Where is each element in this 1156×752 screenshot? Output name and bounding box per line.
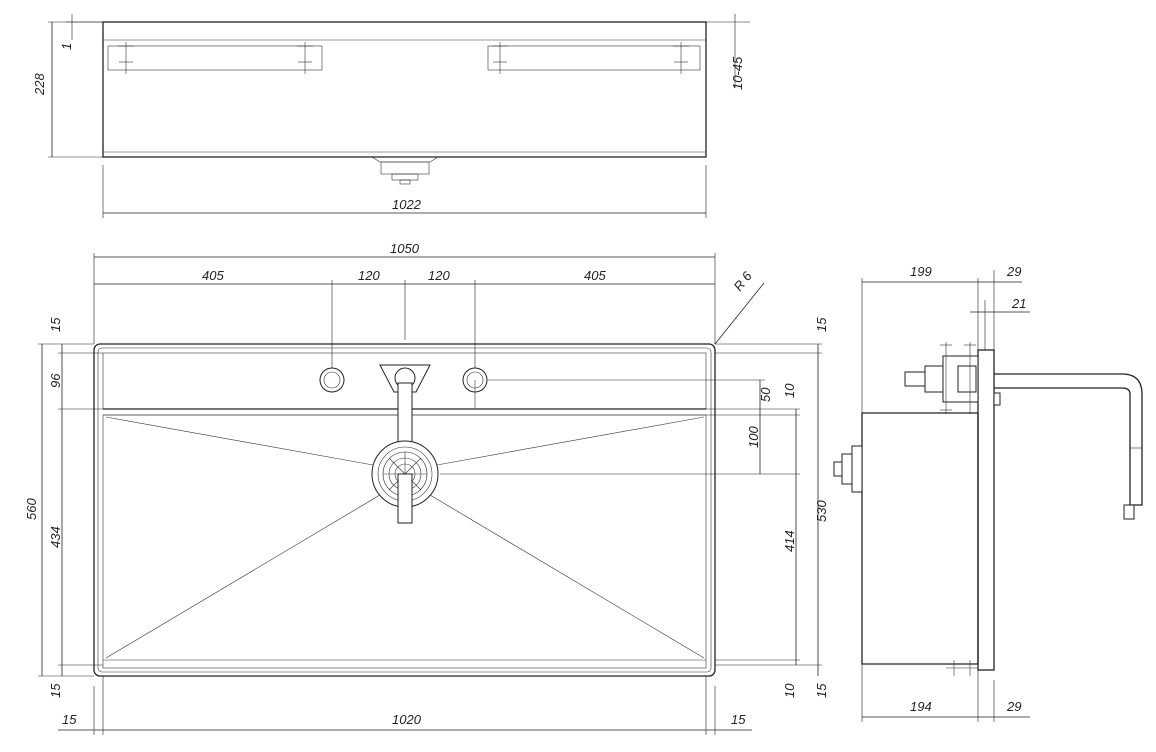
- dim-left-405: 405: [202, 268, 224, 283]
- dim-side-29-top: 29: [1006, 264, 1021, 279]
- dim-thickness-1: 1: [59, 43, 74, 50]
- tap-hole-left: [319, 367, 345, 393]
- side-wall-plate: [977, 349, 995, 671]
- dim-bottom-15-right: 15: [731, 712, 746, 727]
- dim-width-1022: 1022: [392, 197, 422, 212]
- dim-left-120: 120: [358, 268, 380, 283]
- clamp-rail-right: [487, 45, 701, 71]
- side-sink-body: [861, 412, 979, 665]
- bowl-slope-lines: [105, 416, 705, 659]
- dim-side-199: 199: [910, 264, 932, 279]
- dim-top-rim-15-right: 15: [814, 317, 829, 332]
- clamp-rail-left: [107, 45, 323, 71]
- dim-10-bottom: 10: [782, 683, 797, 698]
- dim-10-top: 10: [782, 383, 797, 398]
- dim-overall-560: 560: [24, 498, 39, 520]
- front-view: 228 1 10-45 1022: [32, 14, 750, 218]
- dim-right-120: 120: [428, 268, 450, 283]
- dim-height-228: 228: [32, 73, 47, 96]
- front-view-body: [102, 21, 707, 158]
- dim-radius-r6: R 6: [731, 268, 756, 294]
- dim-deck-96: 96: [48, 373, 63, 388]
- side-drain: [833, 445, 863, 493]
- dim-bottom-15-left: 15: [62, 712, 77, 727]
- front-drain: [370, 156, 440, 185]
- dim-bottom-1020: 1020: [392, 712, 422, 727]
- dim-overall-1050: 1050: [390, 241, 420, 256]
- dim-bowl-434: 434: [48, 526, 63, 548]
- sink-outer-rim: [93, 343, 716, 677]
- side-view: 199 29 21 194 29: [833, 264, 1143, 722]
- dim-side-21: 21: [1011, 296, 1026, 311]
- dim-side-194: 194: [910, 699, 932, 714]
- dim-50: 50: [758, 387, 773, 402]
- dim-inner-530: 530: [814, 500, 829, 522]
- dim-rail-10-45: 10-45: [730, 56, 745, 90]
- drain-strainer: [371, 440, 439, 524]
- side-spout: [994, 373, 1143, 506]
- plan-view: 1050 405 120 120 405 R 6 15 96 560 434 1…: [24, 241, 829, 735]
- dim-bottom-rim-15-left: 15: [48, 683, 63, 698]
- clamp-bolts: [118, 42, 689, 74]
- dim-right-405: 405: [584, 268, 606, 283]
- dim-top-rim-15-left: 15: [48, 317, 63, 332]
- dim-100: 100: [746, 426, 761, 448]
- dim-side-29-bottom: 29: [1006, 699, 1021, 714]
- dim-bowl-414: 414: [782, 530, 797, 552]
- dim-15-bottom-right: 15: [814, 683, 829, 698]
